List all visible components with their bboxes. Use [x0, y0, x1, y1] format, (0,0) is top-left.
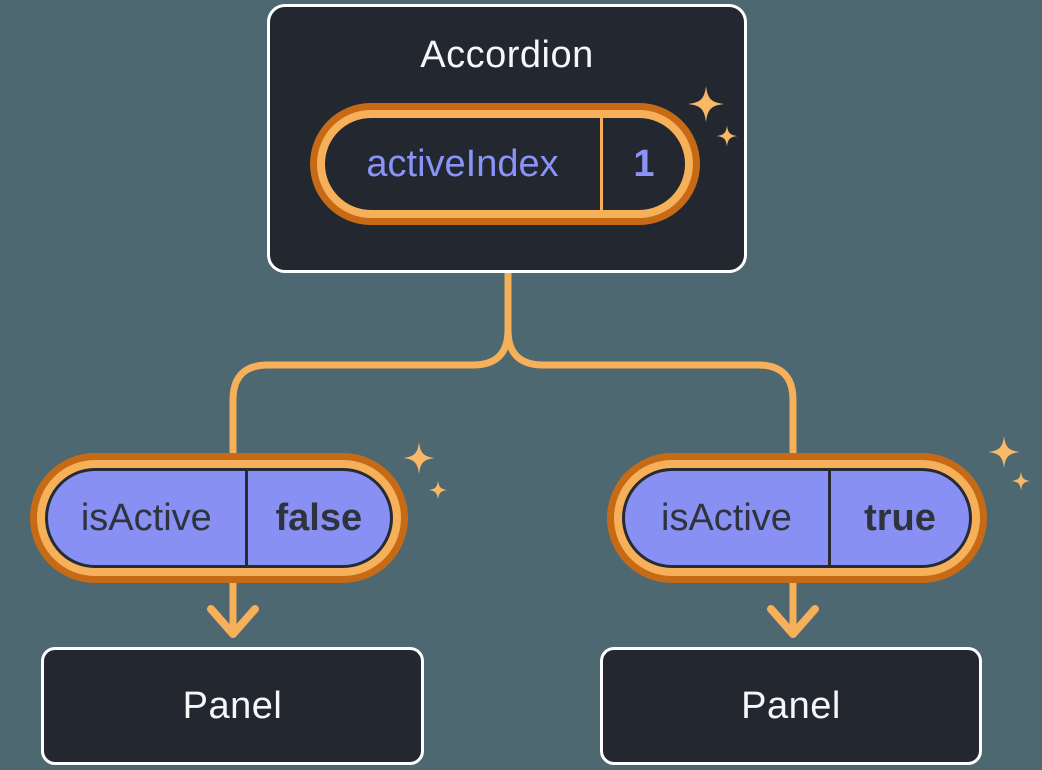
- arrow-head-right: [767, 605, 819, 638]
- panel-node-title: Panel: [182, 684, 283, 727]
- prop-value: false: [275, 496, 363, 539]
- prop-pill-ring: isActive false: [37, 460, 401, 576]
- state-pill: activeIndex 1: [310, 103, 700, 225]
- sparkle-icon: [1011, 471, 1031, 491]
- panel-node-title: Panel: [741, 684, 841, 727]
- accordion-node-title: Accordion: [420, 34, 594, 76]
- sparkle-icon: [428, 480, 448, 500]
- state-pill-content: activeIndex 1: [325, 118, 685, 210]
- accordion-node: Accordion activeIndex 1: [267, 4, 747, 273]
- panel-node-left: Panel: [41, 647, 424, 765]
- branch-line-left: [229, 270, 512, 462]
- panel-node-right: Panel: [600, 647, 982, 765]
- prop-pill-content: isActive true: [622, 468, 972, 568]
- arrow-head-left: [207, 605, 259, 638]
- prop-name: isActive: [661, 496, 792, 539]
- pill-divider: [600, 118, 603, 210]
- sparkle-icon: [988, 436, 1020, 468]
- state-value: 1: [633, 142, 655, 185]
- pill-divider: [244, 471, 248, 565]
- prop-pill-right: isActive true: [607, 453, 987, 583]
- pill-divider: [827, 471, 831, 565]
- prop-pill-ring: isActive true: [614, 460, 980, 576]
- prop-pill-left: isActive false: [30, 453, 408, 583]
- prop-value: true: [864, 496, 936, 539]
- sparkle-icon: [403, 442, 435, 474]
- state-pill-ring: activeIndex 1: [317, 110, 693, 218]
- branch-line-right: [504, 270, 797, 462]
- state-name: activeIndex: [366, 142, 559, 185]
- prop-pill-content: isActive false: [45, 468, 393, 568]
- prop-name: isActive: [80, 496, 212, 539]
